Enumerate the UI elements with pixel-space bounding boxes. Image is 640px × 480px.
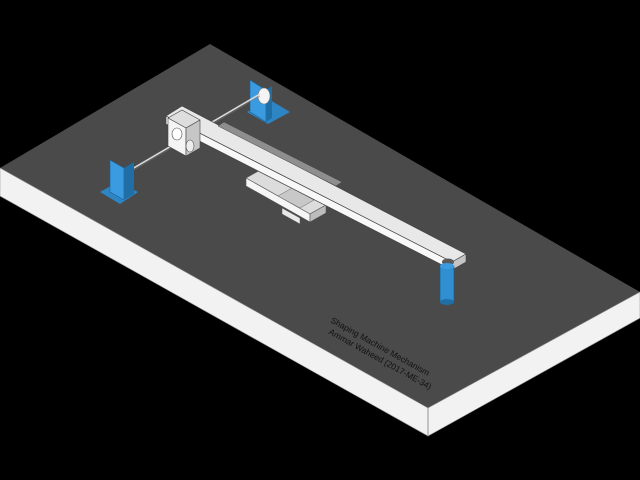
slotted-link bbox=[165, 105, 467, 271]
base-plate bbox=[0, 44, 640, 437]
base-plate-top bbox=[0, 44, 640, 408]
slider-block bbox=[245, 168, 327, 225]
front-bearing-bracket bbox=[100, 159, 138, 204]
crank-hub bbox=[167, 109, 201, 157]
link-slot bbox=[217, 121, 343, 187]
pivot-pin bbox=[439, 263, 455, 305]
